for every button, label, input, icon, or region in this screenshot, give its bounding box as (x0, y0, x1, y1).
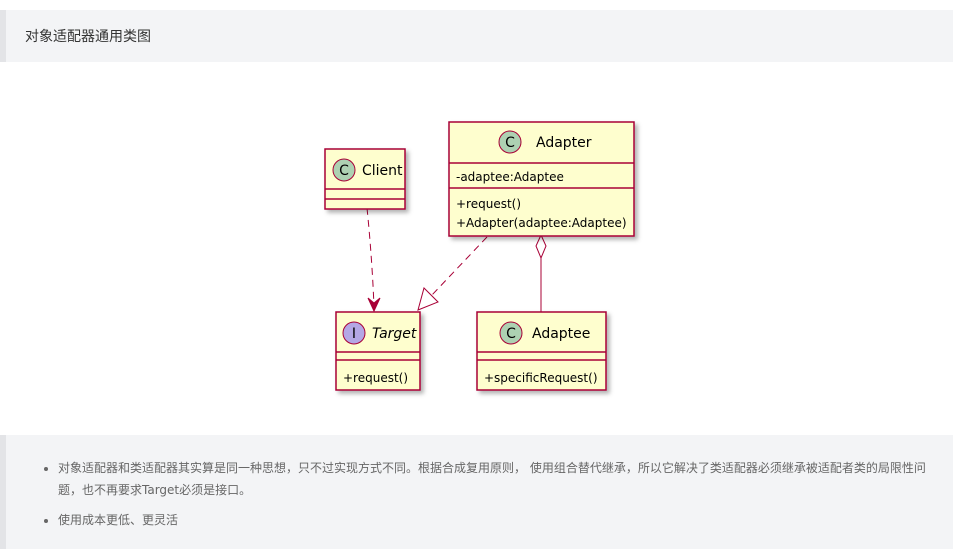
class-stereotype-icon (499, 321, 523, 345)
notes-list: 对象适配器和类适配器其实算是同一种思想，只不过实现方式不同。根据合成复用原则， … (36, 457, 953, 531)
aggregation-edge-adapter-adaptee (535, 233, 547, 312)
class-method: +specificRequest() (484, 371, 598, 385)
class-method: +Adapter(adaptee:Adaptee) (456, 216, 627, 230)
class-stereotype-letter: C (505, 135, 515, 151)
interface-stereotype-letter: I (352, 326, 356, 342)
class-name-adaptee: Adaptee (532, 326, 590, 342)
interface-method: +request() (343, 371, 408, 385)
class-attribute: -adaptee:Adaptee (456, 170, 564, 184)
class-box-adaptee: C Adaptee +specificRequest() (476, 311, 607, 391)
class-method: +request() (456, 197, 521, 211)
dependency-edge-client-target (366, 207, 381, 313)
class-box-client: C Client (324, 148, 406, 210)
interface-stereotype-icon (342, 321, 366, 345)
class-name-client: Client (362, 163, 403, 179)
interface-box-target: I Target +request() (335, 311, 421, 391)
class-stereotype-icon (332, 158, 356, 182)
class-stereotype-letter: C (339, 163, 349, 179)
class-name-adapter: Adapter (536, 135, 592, 151)
notes-block: 对象适配器和类适配器其实算是同一种思想，只不过实现方式不同。根据合成复用原则， … (0, 435, 953, 549)
heading-title: 对象适配器通用类图 (25, 29, 151, 45)
uml-class-diagram: C Client C Adapter -adaptee:Adaptee +req… (0, 62, 953, 432)
class-box-adapter: C Adapter -adaptee:Adaptee +request() +A… (448, 121, 635, 237)
class-stereotype-letter: C (506, 326, 516, 342)
section-heading: 对象适配器通用类图 (0, 10, 953, 62)
note-item: 使用成本更低、更灵活 (58, 509, 938, 531)
interface-name-target: Target (372, 326, 417, 342)
class-stereotype-icon (498, 130, 522, 154)
realization-edge-adapter-target (417, 236, 488, 311)
note-item: 对象适配器和类适配器其实算是同一种思想，只不过实现方式不同。根据合成复用原则， … (58, 457, 938, 501)
